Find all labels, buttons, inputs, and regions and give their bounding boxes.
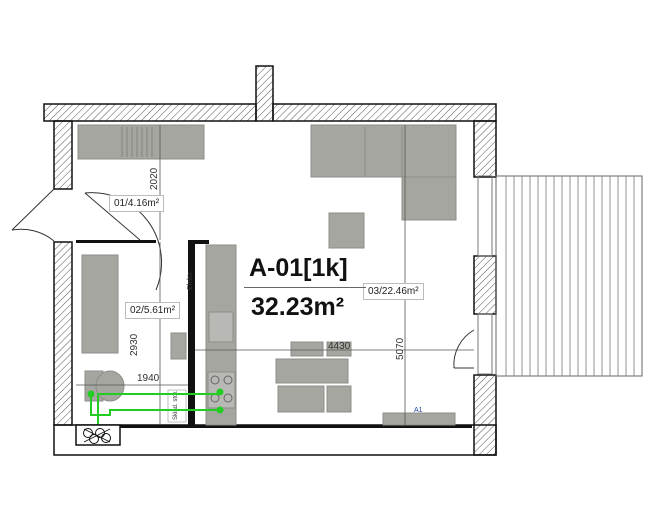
chair-top-right bbox=[326, 341, 352, 357]
window-lower bbox=[477, 313, 493, 375]
apartment-code: A-01[1k] bbox=[249, 254, 348, 282]
sofa-back bbox=[310, 124, 457, 178]
ventilation-shaft bbox=[75, 424, 121, 446]
partition-top bbox=[195, 240, 209, 244]
wall-right-middle bbox=[473, 255, 497, 315]
chair-bottom-left bbox=[277, 385, 325, 413]
wall-left-upper bbox=[53, 120, 73, 190]
room-label-02: 02/5.61m² bbox=[125, 302, 181, 319]
wardrobe bbox=[77, 124, 205, 160]
bathroom-door bbox=[84, 192, 163, 291]
wall-top-left bbox=[43, 103, 257, 122]
balcony-door bbox=[453, 329, 475, 369]
room-label-01: 01/4.16m² bbox=[109, 195, 165, 212]
toilet-bowl bbox=[95, 370, 125, 402]
wall-bottom-inner bbox=[120, 425, 472, 428]
wall-right-lower bbox=[473, 374, 497, 456]
furniture bbox=[77, 124, 457, 426]
apartment-area: 32.23m² bbox=[251, 293, 345, 321]
sink bbox=[208, 311, 234, 343]
dim-5070: 5070 bbox=[395, 337, 406, 360]
balcony bbox=[477, 175, 643, 377]
washbasin bbox=[170, 332, 187, 360]
coffee-table bbox=[328, 212, 365, 249]
entrance-door bbox=[11, 188, 55, 242]
chair-top-left bbox=[290, 341, 324, 357]
tv-cabinet bbox=[382, 412, 456, 426]
storage-note-text: Skład. stor. bbox=[173, 390, 179, 420]
dim-2020: 2020 bbox=[149, 167, 160, 190]
wall-left-lower bbox=[53, 241, 73, 426]
installation-points bbox=[87, 388, 224, 414]
dim-4430: 4430 bbox=[328, 341, 351, 352]
partition-bath-top bbox=[76, 240, 156, 243]
room-label-03: 03/22.46m² bbox=[363, 283, 424, 300]
outer-walls bbox=[43, 65, 497, 456]
dim-1940: 1940 bbox=[137, 373, 160, 384]
chair-bottom-right bbox=[326, 385, 352, 413]
dining-table bbox=[275, 358, 349, 384]
sofa-chaise bbox=[401, 176, 457, 221]
title-separator bbox=[244, 287, 366, 288]
wall-top-right bbox=[272, 103, 497, 122]
wall-column bbox=[255, 65, 274, 122]
wall-right-upper bbox=[473, 120, 497, 178]
window-upper bbox=[477, 175, 493, 257]
dim-2930: 2930 bbox=[129, 333, 140, 356]
dimension-lines bbox=[76, 125, 474, 425]
partition-vertical bbox=[188, 240, 195, 425]
bathtub bbox=[81, 254, 119, 354]
marker-a1: A1 bbox=[414, 407, 423, 414]
electrical-note: Elektr. bbox=[187, 270, 194, 290]
storage-note: Skład. stor. bbox=[167, 389, 187, 423]
